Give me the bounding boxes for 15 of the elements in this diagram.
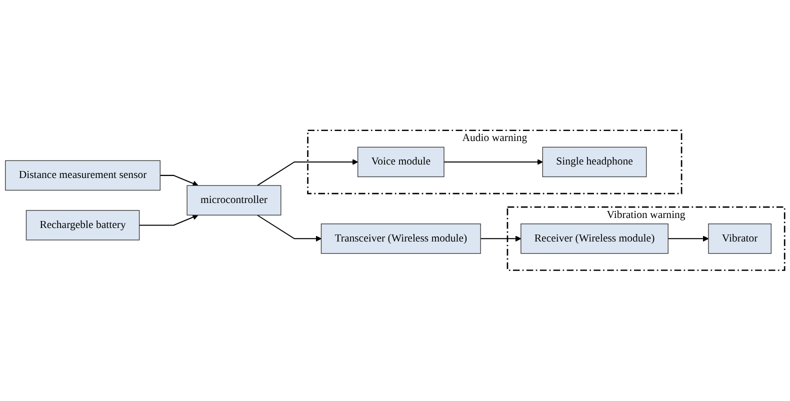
arrow: [139, 214, 198, 226]
arrow: [444, 159, 543, 166]
node-box: Receiver (Wireless module): [520, 224, 668, 254]
node-box: Transceiver (Wireless module): [320, 224, 481, 254]
node-box: Distance measurement sensor: [5, 160, 160, 191]
node-box: Rechargeble battery: [26, 210, 140, 240]
node-box: Voice module: [357, 147, 444, 178]
arrow: [480, 236, 522, 242]
arrow: [160, 175, 198, 186]
arrow: [257, 214, 322, 242]
arrow: [257, 159, 358, 186]
node-box: microcontroller: [186, 185, 282, 216]
node-box: Vibrator: [708, 224, 772, 254]
arrow: [668, 236, 709, 242]
node-box: Single headphone: [542, 147, 647, 178]
